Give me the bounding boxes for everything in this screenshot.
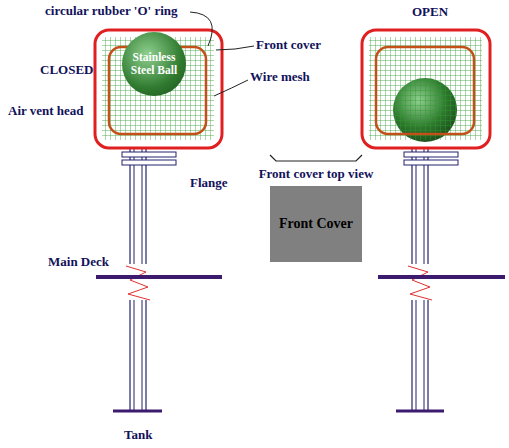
top-view-bracket <box>270 155 362 161</box>
part-label: circular rubber 'O' ring <box>45 4 178 18</box>
part-label: Flange <box>190 176 228 190</box>
node-text: Stainless Steel Ball <box>126 51 182 76</box>
part-label: Tank <box>124 428 152 442</box>
state-label: OPEN <box>412 5 448 19</box>
part-label: Front cover <box>256 38 321 52</box>
steel-ball: Stainless Steel Ball <box>122 32 186 96</box>
front-cover-box: Front Cover <box>270 186 362 262</box>
leader-lines <box>190 12 254 96</box>
open-vent-head <box>362 30 490 148</box>
node-text: Front Cover <box>279 216 353 231</box>
closed-vent-head <box>95 30 222 148</box>
part-label: Wire mesh <box>250 70 310 84</box>
state-label: CLOSED <box>40 63 93 77</box>
part-label: Main Deck <box>48 255 109 269</box>
view-label: Front cover top view <box>259 167 374 181</box>
open-vent-pipe <box>378 148 505 412</box>
part-label: Air vent head <box>8 104 84 118</box>
